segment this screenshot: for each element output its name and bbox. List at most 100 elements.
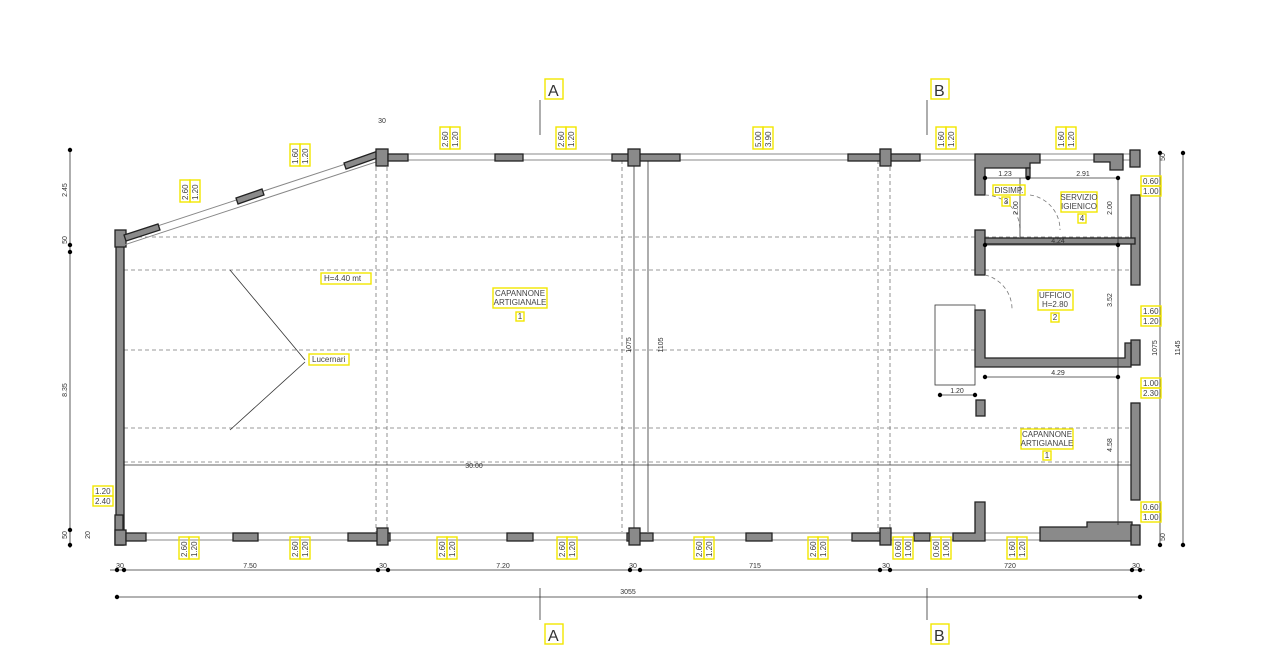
dimension-text: 30.00 [465,463,483,470]
room-name: ARTIGIANALE [1021,439,1074,448]
window-height: 1.20 [947,131,956,147]
dimension-text: 7.20 [496,563,510,570]
skylights-note[interactable]: Lucernari [308,353,350,366]
dimension-text: 2.00 [1107,201,1114,215]
window-width: 1.20 [95,487,111,496]
window-height: 1.20 [567,131,576,147]
window-height: 2.40 [95,497,111,506]
window-label[interactable]: 1.202.40 [92,485,114,507]
section-marker-b-top[interactable]: B [926,78,950,135]
window-height: 1.20 [191,184,200,200]
skylights-note-text: Lucernari [312,355,346,364]
section-label: A [548,83,559,100]
dimension-text: 715 [749,563,761,570]
dimension-text: 7.50 [243,563,257,570]
section-marker-a-bottom[interactable]: A [539,588,564,645]
room-label-hall[interactable]: DISIMP. 3 [992,184,1026,207]
room-label-main[interactable]: CAPANNONE ARTIGIANALE 1 [492,287,548,322]
window-width: 1.60 [1008,541,1017,557]
dimension-text: 4.24 [1051,238,1065,245]
window-height: 1.00 [1143,187,1159,196]
section-label: A [548,628,559,645]
window-height: 1.00 [942,541,951,557]
section-marker-a-top[interactable]: A [539,78,564,135]
window-width: 2.60 [558,541,567,557]
window-width: 1.60 [291,148,300,164]
room-label-toilet[interactable]: SERVIZIO IGIENICO 4 [1060,191,1098,224]
dimension-lines [69,150,1184,598]
window-width: 0.60 [894,541,903,557]
room-number: 1 [518,312,523,321]
room-name: IGIENICO [1061,202,1097,211]
dimension-text: 1105 [658,337,665,352]
window-label[interactable]: 1.002.30 [1140,377,1162,399]
dimension-text: 20 [85,531,92,539]
room-name: CAPANNONE [1022,430,1072,439]
dimension-text: 30 [116,563,124,570]
dimension-text: 1.20 [950,388,964,395]
window-width: 2.60 [441,131,450,147]
section-marker-b-bottom[interactable]: B [926,588,950,645]
window-label[interactable]: 0.601.00 [1140,175,1162,197]
dimension-text: 1.23 [998,171,1012,178]
dimension-text: 50 [62,236,69,244]
window-width: 0.60 [1143,503,1159,512]
dimension-text: 4.58 [1107,438,1114,452]
room-number: 4 [1080,214,1085,223]
room-name: SERVIZIO [1060,193,1097,202]
window-label[interactable]: 1.601.20 [1140,305,1162,327]
window-width: 1.60 [1057,131,1066,147]
dimension-text: 3.52 [1107,293,1114,307]
room-label-office[interactable]: UFFICIO H=2.80 2 [1037,289,1074,323]
dimension-text: 2.91 [1076,171,1090,178]
window-height: 1.00 [1143,513,1159,522]
window-height: 1.20 [1143,317,1159,326]
interior-walls [934,167,1136,417]
dimension-text: 30 [882,563,890,570]
window-width: 0.60 [932,541,941,557]
dimension-text: 1075 [626,337,633,353]
height-note[interactable]: H=4.40 mt [320,272,372,285]
height-note-text: H=4.40 mt [324,274,362,283]
dimension-text: 50 [1160,533,1167,541]
window-height: 1.00 [904,541,913,557]
room-name: UFFICIO [1039,291,1071,300]
window-height: 1.20 [819,541,828,557]
dimension-text: 50 [62,531,69,539]
window-width: 2.60 [809,541,818,557]
window-height: 1.20 [190,541,199,557]
window-width: 1.60 [1143,307,1159,316]
window-height: 1.20 [568,541,577,557]
window-height: 2.30 [1143,389,1159,398]
window-label[interactable]: 0.601.00 [1140,501,1162,523]
window-height: 1.20 [1067,131,1076,147]
room-name: CAPANNONE [495,289,545,298]
dimension-text: 3055 [620,589,636,596]
dimension-text: 30 [378,118,386,125]
dimension-text: 30 [1132,563,1140,570]
window-height: 1.20 [301,148,310,164]
window-width: 1.60 [937,131,946,147]
room-label-main-2[interactable]: CAPANNONE ARTIGIANALE 1 [1020,428,1074,461]
window-height: 3.90 [764,131,773,147]
room-name: H=2.80 [1042,300,1069,309]
dimension-text: 2.00 [1013,201,1020,215]
room-name: DISIMP. [995,186,1024,195]
